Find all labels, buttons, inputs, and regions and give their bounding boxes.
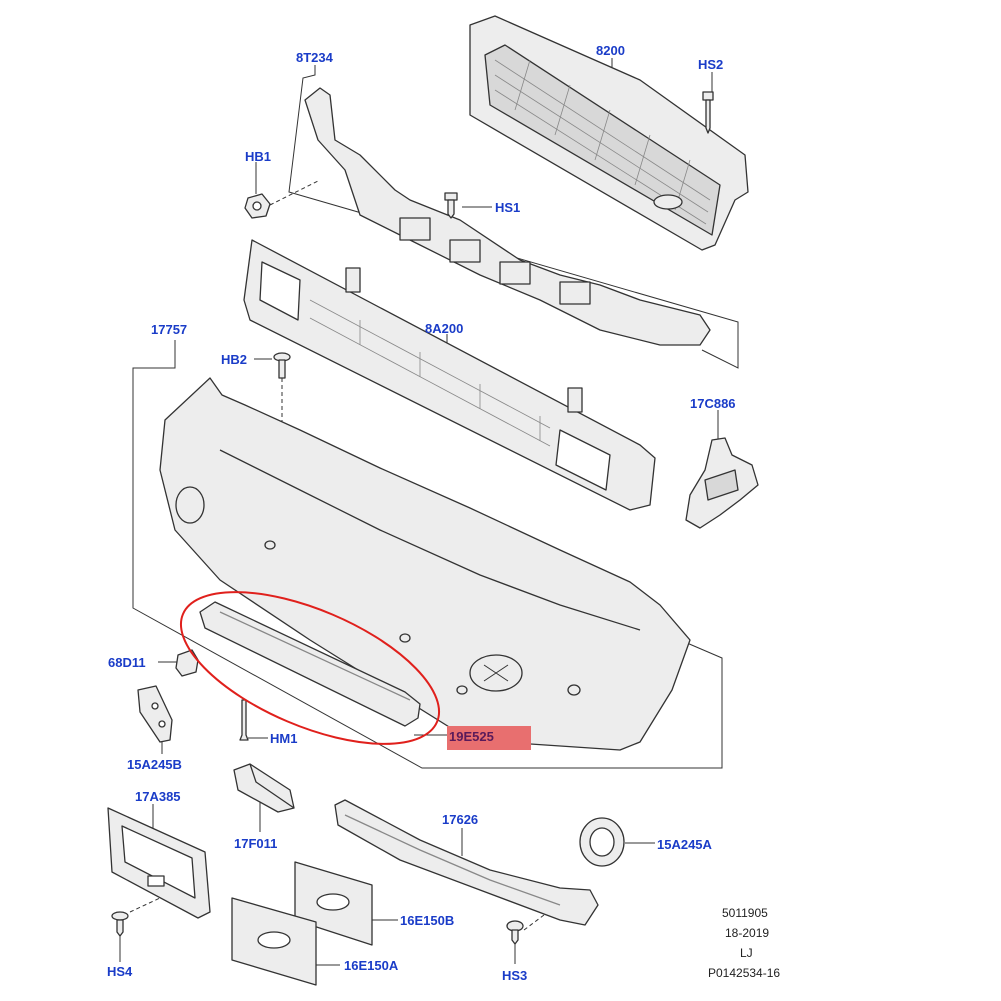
label-17C886[interactable]: 17C886 <box>690 396 736 411</box>
bracket-17C886 <box>685 437 759 529</box>
dashed-guide-hs4 <box>129 897 161 913</box>
dashed-guide-hb1 <box>269 179 321 206</box>
moulding-19E525 <box>199 601 421 727</box>
plate-bracket-17A385 <box>107 807 211 919</box>
label-17757[interactable]: 17757 <box>151 322 188 337</box>
label-15A245A[interactable]: 15A245A <box>657 837 712 852</box>
label-8A200[interactable]: 8A200 <box>425 321 464 336</box>
label-HS4[interactable]: HS4 <box>107 964 133 979</box>
bracket-box-8T234 <box>288 65 739 369</box>
label-17626[interactable]: 17626 <box>442 812 479 827</box>
hs2-screw <box>702 91 714 134</box>
grille-8200 <box>469 15 749 251</box>
ref-line-3: LJ <box>740 946 753 960</box>
bracket-15A245B <box>137 685 173 743</box>
bumper-cover-17757 <box>159 377 691 751</box>
hs3-screw <box>506 920 524 945</box>
label-8200[interactable]: 8200 <box>596 43 625 58</box>
label-8T234[interactable]: 8T234 <box>296 50 333 65</box>
label-HS1[interactable]: HS1 <box>495 200 521 215</box>
label-68D11[interactable]: 68D11 <box>108 655 146 670</box>
label-15A245B[interactable]: 15A245B <box>127 757 182 772</box>
sensor-68D11 <box>175 649 199 677</box>
highlight-box-19E525 <box>447 726 531 750</box>
label-HB2[interactable]: HB2 <box>221 352 248 367</box>
hb2-bolt <box>273 352 291 379</box>
ref-line-2: 18-2019 <box>725 926 770 940</box>
hs1-screw <box>444 192 458 219</box>
bracket-17F011 <box>233 763 295 813</box>
plate-16E150A <box>231 897 317 986</box>
hs4-screw <box>111 911 129 937</box>
beam-8A200 <box>243 239 656 511</box>
label-HS2[interactable]: HS2 <box>698 57 724 72</box>
bumper-lip-17626 <box>334 799 599 926</box>
hm1-stud <box>239 699 249 741</box>
highlight-ellipse <box>179 591 441 745</box>
carrier-8T234 <box>304 87 711 346</box>
label-16E150A[interactable]: 16E150A <box>344 958 399 973</box>
ref-line-1: 5011905 <box>722 906 768 920</box>
label-HS3[interactable]: HS3 <box>502 968 528 983</box>
label-19E525[interactable]: 19E525 <box>449 729 494 744</box>
label-HB1[interactable]: HB1 <box>245 149 272 164</box>
label-17A385[interactable]: 17A385 <box>135 789 181 804</box>
label-16E150B[interactable]: 16E150B <box>400 913 455 928</box>
hb1-nut <box>244 193 271 219</box>
label-17F011[interactable]: 17F011 <box>234 836 278 851</box>
label-HM1[interactable]: HM1 <box>270 731 298 746</box>
ref-line-4: P0142534-16 <box>708 966 781 980</box>
bracket-box-17757 <box>132 340 723 769</box>
ring-15A245A <box>579 817 625 867</box>
